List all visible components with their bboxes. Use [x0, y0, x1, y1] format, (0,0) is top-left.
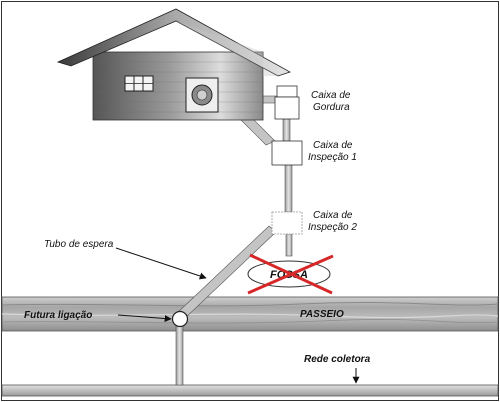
pipe-grease-to-inspection-1 — [282, 118, 291, 142]
label-waiting-pipe: Tubo de espera — [44, 239, 114, 250]
label-sewer-main: Rede coletora — [304, 354, 371, 365]
house-window — [124, 75, 154, 92]
sewer-main-pipe — [1, 384, 499, 397]
inspection-box-2 — [271, 211, 303, 235]
sidewalk — [1, 296, 499, 332]
inspection-box-1 — [271, 140, 303, 166]
pipe-inspection-1-to-inspection-2 — [284, 164, 293, 213]
label-grease-box-line1: Caixa de — [311, 90, 351, 101]
arrow-icon — [117, 314, 172, 323]
label-inspection-1-line2: Inspeção 1 — [308, 152, 357, 163]
arrow-icon — [115, 247, 207, 280]
label-sidewalk: PASSEIO — [300, 309, 344, 320]
house-fan-unit — [185, 77, 219, 113]
pipe-inspection-2-to-fossa — [285, 233, 293, 257]
future-connection-point — [171, 310, 189, 328]
label-inspection-1-line1: Caixa de — [313, 140, 353, 151]
grease-box — [274, 85, 300, 120]
house-icon — [56, 8, 291, 121]
x-cross-icon — [247, 253, 334, 295]
septic-tank-crossed: FOSSA — [247, 253, 334, 295]
label-grease-box-line2: Gordura — [313, 102, 350, 113]
label-future-connection: Futura ligação — [24, 310, 92, 321]
pipe-connection-to-main — [175, 325, 184, 386]
label-inspection-2-line1: Caixa de — [313, 210, 353, 221]
label-inspection-2-line2: Inspeção 2 — [308, 222, 357, 233]
